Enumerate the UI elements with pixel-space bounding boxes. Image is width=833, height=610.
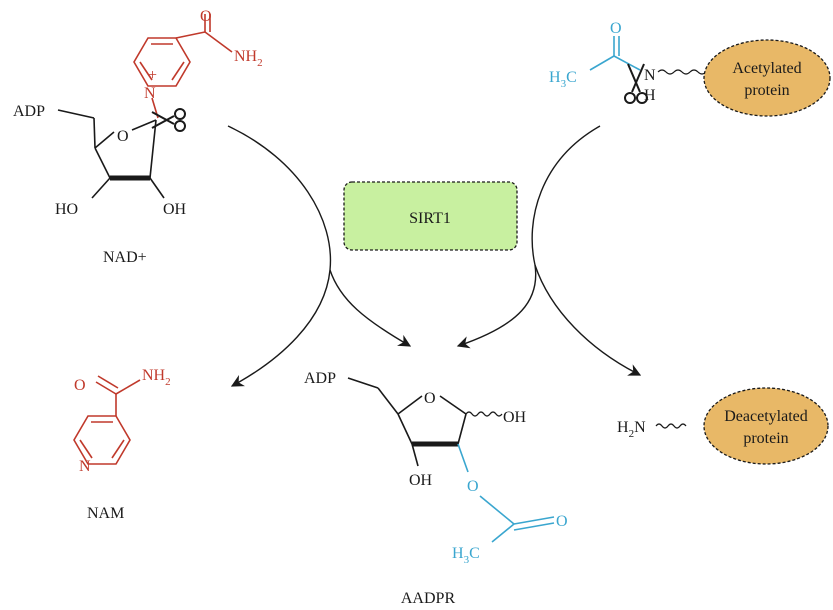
aadpr-adp: ADP	[304, 370, 336, 387]
arrow-acetyl-to-aadpr	[456, 125, 601, 349]
arrow-nad-to-nam	[227, 125, 332, 387]
acetyl-h3c: H3C	[549, 69, 577, 90]
acetylated-protein-label-2: protein	[744, 82, 789, 99]
deacetylated-protein	[703, 387, 829, 465]
sirt1-enzyme-box	[343, 181, 518, 251]
aadpr-molecule: O ADP OH OH O O H3C	[304, 370, 568, 566]
nam-caption: NAM	[87, 505, 124, 522]
acetylated-protein	[703, 39, 831, 117]
aadpr-oh-right: OH	[503, 409, 527, 426]
deacetylated-h2n: H2N	[617, 419, 646, 440]
aadpr-oh-bottom: OH	[409, 472, 433, 489]
deacetylated-wavy-bond	[655, 423, 687, 429]
nad-amide-o: O	[200, 8, 212, 25]
aadpr-carbonyl-o: O	[556, 513, 568, 530]
deacetylated-group: H2N Deacetylated protein	[617, 387, 829, 465]
nam-molecule: O NH2 N	[73, 367, 171, 475]
acetyl-o: O	[610, 20, 622, 37]
nad-amide-nh2: NH2	[234, 48, 263, 69]
nad-pyridine-ring	[133, 14, 233, 87]
nam-o: O	[74, 377, 86, 394]
nad-ho: HO	[55, 201, 78, 218]
arrow-acetyl-to-deacetylated	[534, 264, 642, 376]
nad-ring-n: N	[144, 85, 156, 102]
sirt1-label: SIRT1	[409, 210, 451, 227]
nam-nh2: NH2	[142, 367, 171, 388]
aadpr-ester-o: O	[467, 478, 479, 495]
nad-adp: ADP	[13, 103, 45, 120]
aadpr-anomeric-wavy	[465, 411, 503, 417]
acetyl-lysine: O H3C N H Acetylated protein	[549, 20, 831, 117]
aadpr-ring-o: O	[424, 390, 436, 407]
arrow-nad-to-aadpr	[329, 269, 412, 347]
acetyl-n: N	[644, 67, 656, 84]
acetylated-protein-label-1: Acetylated	[732, 60, 801, 77]
nad-molecule: O NH2 N + O ADP HO OH	[13, 8, 263, 218]
scissors-icon	[624, 63, 648, 104]
nad-caption: NAD+	[103, 249, 147, 266]
deacetylated-protein-label-2: protein	[743, 430, 788, 447]
aadpr-caption: AADPR	[401, 590, 456, 607]
nad-ring-plus: +	[148, 67, 157, 84]
acetyl-wavy-bond	[657, 69, 707, 75]
nad-ribose-ring	[57, 109, 165, 199]
nad-ribose-o: O	[117, 128, 129, 145]
nad-oh: OH	[163, 201, 187, 218]
aadpr-h3c: H3C	[452, 545, 480, 566]
deacetylated-protein-label-1: Deacetylated	[724, 408, 808, 425]
nam-ring-n: N	[79, 458, 91, 475]
